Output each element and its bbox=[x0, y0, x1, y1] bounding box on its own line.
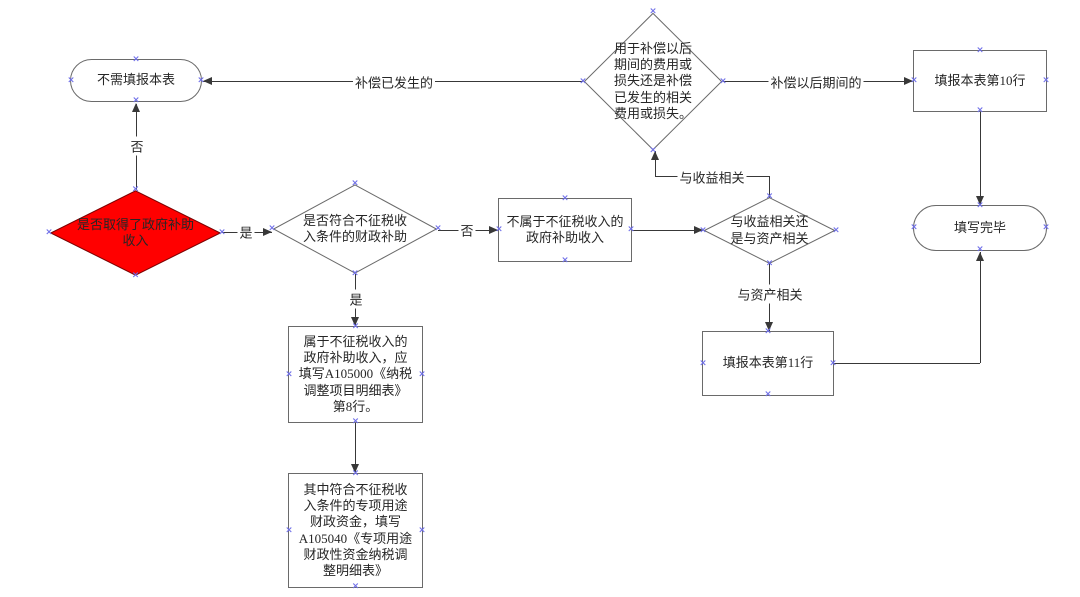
arrowhead-into-a105040 bbox=[351, 464, 359, 473]
arrowhead-into-row10 bbox=[904, 77, 913, 85]
node-q-got-subsidy-diamond[interactable]: 是否取得了政府补助收入 bbox=[49, 190, 222, 276]
node-finish-label: 填写完毕 bbox=[953, 219, 1006, 235]
node-row11-rect[interactable]: 填报本表第11行 bbox=[702, 331, 834, 396]
diamond-shape bbox=[583, 12, 723, 151]
edge-label-yes-down: 是 bbox=[347, 289, 365, 309]
edge-label-compensation-future: 补偿以后期间的 bbox=[768, 72, 864, 92]
connection-point-icon bbox=[285, 370, 293, 379]
connection-point-icon bbox=[699, 359, 707, 368]
connector-income-related-seg3 bbox=[655, 151, 656, 176]
node-not-nontax-label: 不属于不征税收入的政府补助收入 bbox=[506, 213, 624, 245]
node-start-label: 不需填报本表 bbox=[96, 72, 175, 88]
node-row10-label: 填报本表第10行 bbox=[934, 72, 1026, 88]
edge-label-income-related: 与收益相关 bbox=[677, 167, 747, 187]
node-q-compensation-label: 用于补偿以后期间的费用或损失还是补偿已发生的相关费用或损失。 bbox=[613, 40, 692, 121]
node-start-terminator[interactable]: 不需填报本表 bbox=[70, 59, 202, 102]
node-q-income-or-asset-label: 与收益相关还是与资产相关 bbox=[730, 214, 809, 246]
arrowhead-into-relation-q bbox=[694, 226, 703, 234]
connector-a105000-to-a105040 bbox=[355, 423, 356, 473]
arrowhead-into-not-nontax bbox=[489, 226, 498, 234]
connection-point-icon bbox=[910, 224, 918, 233]
connector-row10-to-finish bbox=[980, 112, 981, 205]
edge-label-compensation-occurred: 补偿已发生的 bbox=[352, 72, 436, 92]
connection-point-icon bbox=[561, 257, 569, 266]
connection-point-icon bbox=[132, 56, 140, 65]
node-row11-label: 填报本表第11行 bbox=[722, 355, 814, 371]
connection-point-icon bbox=[1042, 224, 1050, 233]
connection-point-icon bbox=[352, 583, 360, 592]
node-a105000-rect[interactable]: 属于不征税收入的政府补助收入，应填写A105000《纳税调整项目明细表》第8行。 bbox=[288, 326, 423, 423]
node-finish-terminator[interactable]: 填写完毕 bbox=[913, 205, 1047, 251]
connection-point-icon bbox=[976, 47, 984, 56]
edge-label-no-right: 否 bbox=[458, 220, 476, 240]
node-not-nontax-rect[interactable]: 不属于不征税收入的政府补助收入 bbox=[498, 198, 632, 262]
edge-label-no-top: 否 bbox=[128, 136, 146, 156]
connection-point-icon bbox=[67, 76, 75, 85]
connector-row11-to-finish-seg2 bbox=[980, 252, 981, 363]
arrowhead-into-start bbox=[132, 103, 140, 112]
connection-point-icon bbox=[418, 526, 426, 535]
node-row10-rect[interactable]: 填报本表第10行 bbox=[913, 50, 1047, 112]
diamond-shape bbox=[703, 197, 836, 264]
edge-label-asset-related: 与资产相关 bbox=[735, 284, 805, 304]
arrowhead-into-finish-top bbox=[976, 196, 984, 205]
connector-notnontax-to-relation-q bbox=[632, 230, 703, 231]
arrowhead-into-row11 bbox=[765, 322, 773, 331]
arrowhead-into-compensation-q bbox=[651, 151, 659, 160]
connection-point-icon bbox=[285, 526, 293, 535]
connection-point-icon bbox=[418, 370, 426, 379]
arrowhead-into-nontax-q bbox=[263, 228, 272, 236]
node-a105040-rect[interactable]: 其中符合不征税收入条件的专项用途财政资金，填写A105040《专项用途财政性资金… bbox=[288, 473, 423, 588]
node-a105040-label: 其中符合不征税收入条件的专项用途财政资金，填写A105040《专项用途财政性资金… bbox=[298, 481, 413, 578]
connection-point-icon bbox=[561, 195, 569, 204]
connection-point-icon bbox=[1042, 77, 1050, 86]
node-q-compensation-diamond[interactable]: 用于补偿以后期间的费用或损失还是补偿已发生的相关费用或损失。 bbox=[583, 12, 723, 151]
node-q-income-or-asset-diamond[interactable]: 与收益相关还是与资产相关 bbox=[703, 197, 836, 264]
diamond-shape bbox=[272, 184, 438, 274]
arrowhead-into-a105000 bbox=[351, 317, 359, 326]
connector-income-related-seg1 bbox=[769, 176, 770, 198]
arrowhead-into-start-from-compensation bbox=[203, 77, 212, 85]
connection-point-icon bbox=[764, 391, 772, 400]
arrowhead-into-finish-bottom bbox=[976, 252, 984, 261]
node-q-got-subsidy-label: 是否取得了政府补助收入 bbox=[76, 216, 194, 248]
node-q-nontax-condition-label: 是否符合不征税收入条件的财政补助 bbox=[302, 212, 407, 244]
connector-row11-to-finish-seg1 bbox=[834, 363, 980, 364]
edge-label-yes-mid: 是 bbox=[237, 222, 255, 242]
node-a105000-label: 属于不征税收入的政府补助收入，应填写A105000《纳税调整项目明细表》第8行。 bbox=[298, 333, 413, 414]
diamond-shape-red bbox=[49, 190, 222, 276]
node-q-nontax-condition-diamond[interactable]: 是否符合不征税收入条件的财政补助 bbox=[272, 184, 438, 274]
